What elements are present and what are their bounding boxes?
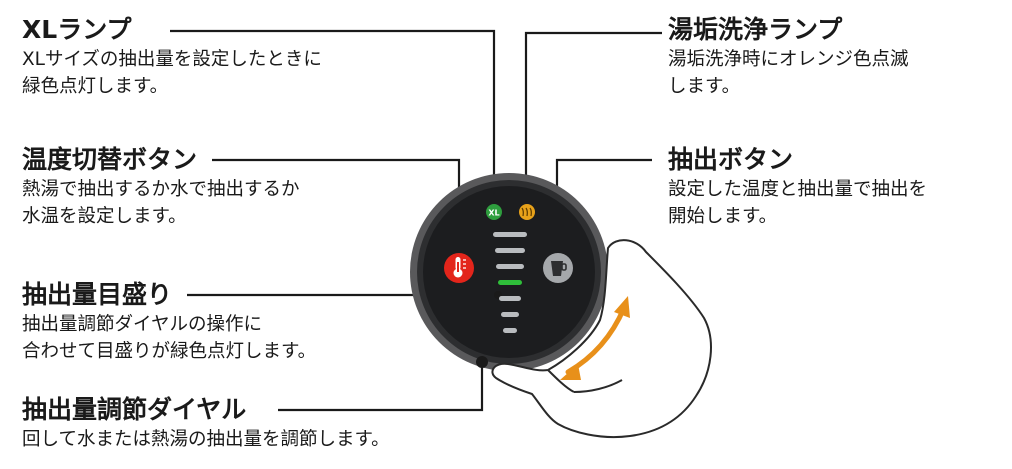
descale-icon <box>521 207 532 217</box>
descale-lamp-title: 湯垢洗浄ランプ <box>668 15 843 44</box>
xl-lamp <box>486 204 502 220</box>
extraction-gauge <box>493 232 527 333</box>
hand-illustration <box>491 239 712 439</box>
temp-button-title: 温度切替ボタン <box>22 145 198 174</box>
gauge-bar <box>503 328 517 333</box>
gauge-bar <box>495 248 525 253</box>
dial-desc-line-1: 回して水または熱湯の抽出量を調節します。 <box>22 429 390 450</box>
dial-pointer-dot <box>476 356 488 368</box>
dial-title: 抽出量調節ダイヤル <box>22 395 247 424</box>
dial-rotation-arrow <box>560 296 630 380</box>
gauge-bar <box>493 232 527 237</box>
temp-button-desc-line-2: 水温を設定します。 <box>22 206 187 227</box>
leader-descale-lamp <box>524 31 662 202</box>
callout-xl-lamp: XLランプ XLサイズの抽出量を設定したときに 緑色点灯します。 <box>22 14 322 100</box>
descale-lamp-desc-line-2: します。 <box>668 76 741 97</box>
callout-temp-button: 温度切替ボタン 熱湯で抽出するか水で抽出するか 水温を設定します。 <box>22 144 300 230</box>
descale-lamp-desc-line-1: 湯垢洗浄時にオレンジ色点滅 <box>668 49 909 70</box>
control-panel-face <box>423 186 595 358</box>
brew-button-title: 抽出ボタン <box>668 145 794 174</box>
leader-xl-lamp <box>170 29 496 200</box>
cup-icon <box>551 261 567 276</box>
gauge-title: 抽出量目盛り <box>22 280 173 309</box>
brew-button-desc-line-1: 設定した温度と抽出量で抽出を <box>668 179 928 200</box>
gauge-desc-line-2: 合わせて目盛りが緑色点灯します。 <box>22 341 317 362</box>
thermometer-icon <box>453 257 466 278</box>
xl-lamp-label: XL <box>488 209 499 218</box>
gauge-bar-lit <box>498 280 522 285</box>
callout-descale-lamp: 湯垢洗浄ランプ 湯垢洗浄時にオレンジ色点滅 します。 <box>668 14 909 100</box>
xl-lamp-desc-line-2: 緑色点灯します。 <box>22 76 169 97</box>
gauge-bar <box>496 264 524 269</box>
brew-button-desc-line-2: 開始します。 <box>668 206 778 227</box>
callout-dial: 抽出量調節ダイヤル 回して水または熱湯の抽出量を調節します。 <box>22 394 390 453</box>
temp-button-desc-line-1: 熱湯で抽出するか水で抽出するか <box>22 179 300 200</box>
callout-brew-button: 抽出ボタン 設定した温度と抽出量で抽出を 開始します。 <box>668 144 927 230</box>
xl-lamp-title: XLランプ <box>22 15 132 44</box>
gauge-desc-line-1: 抽出量調節ダイヤルの操作に <box>22 314 262 335</box>
leader-dial <box>278 362 484 412</box>
callout-gauge: 抽出量目盛り 抽出量調節ダイヤルの操作に 合わせて目盛りが緑色点灯します。 <box>22 279 316 365</box>
gauge-bar <box>499 296 521 301</box>
xl-lamp-desc-line-1: XLサイズの抽出量を設定したときに <box>22 49 322 70</box>
gauge-bar <box>501 312 519 317</box>
